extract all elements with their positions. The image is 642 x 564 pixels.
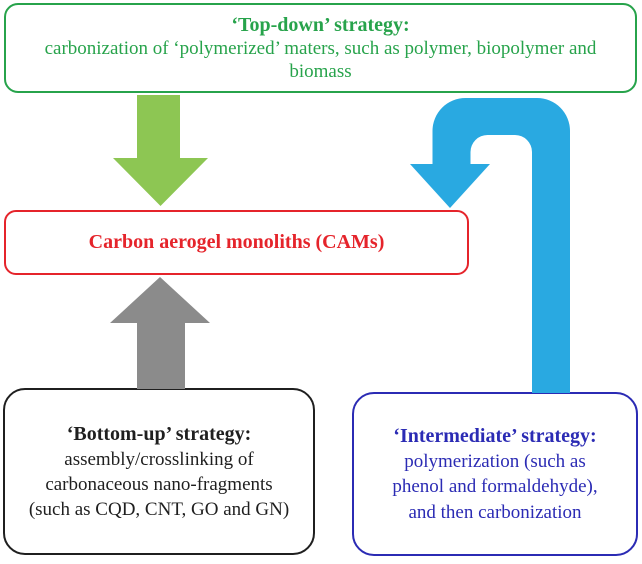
cams-box: Carbon aerogel monoliths (CAMs) — [4, 210, 469, 275]
bottom-up-strategy-title: ‘Bottom-up’ strategy: — [66, 422, 252, 445]
intermediate-body-line: and then carbonization — [408, 501, 582, 523]
top-down-strategy-title: ‘Top-down’ strategy: — [231, 13, 410, 36]
bottom-up-body-line: (such as CQD, CNT, GO and GN) — [28, 499, 290, 521]
bottom-up-strategy-box: ‘Bottom-up’ strategy: assembly/crosslink… — [3, 388, 315, 555]
green-down-arrow — [113, 95, 208, 206]
bottom-up-body-line: assembly/crosslinking of — [64, 448, 254, 470]
blue-hook-arrow-head — [410, 164, 490, 208]
cams-title: Carbon aerogel monoliths (CAMs) — [88, 231, 385, 253]
intermediate-strategy-title: ‘Intermediate’ strategy: — [393, 425, 597, 448]
top-down-strategy-body: carbonization of ‘polymerized’ maters, s… — [44, 37, 597, 82]
intermediate-body-line: phenol and formaldehyde), — [392, 476, 598, 498]
intermediate-body-line: polymerization (such as — [404, 451, 586, 473]
gray-up-arrow — [110, 277, 210, 389]
top-down-strategy-box: ‘Top-down’ strategy: carbonization of ‘p… — [4, 3, 637, 93]
bottom-up-body-line: carbonaceous nano-fragments — [45, 473, 273, 495]
intermediate-strategy-box: ‘Intermediate’ strategy: polymerization … — [352, 392, 638, 556]
